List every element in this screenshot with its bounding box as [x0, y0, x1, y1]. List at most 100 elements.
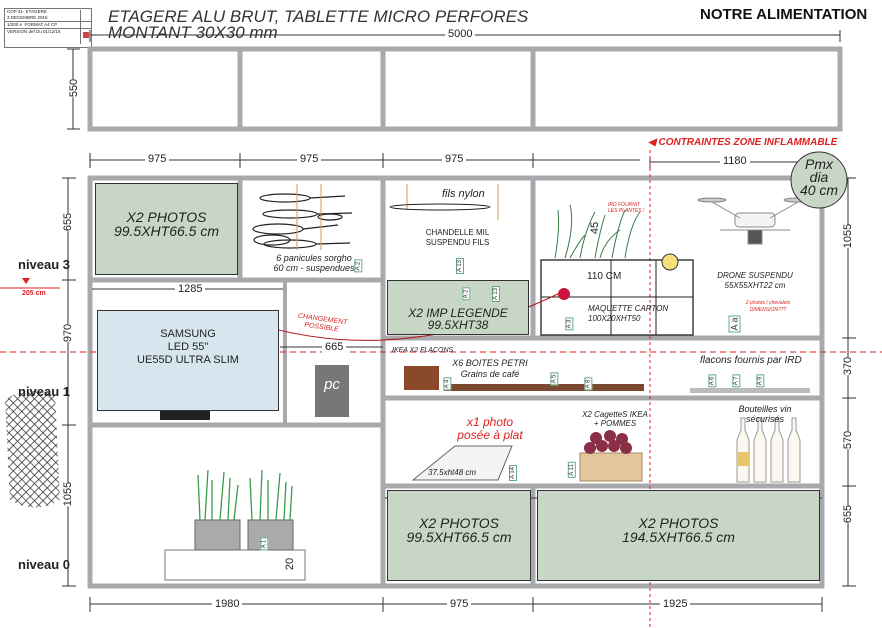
dim-h1055: 1055: [62, 481, 75, 507]
dim-h655: 655: [62, 212, 75, 232]
tb-cp: CP: [50, 22, 58, 27]
plantes-note-line1: IRD FOURNIT: [608, 202, 641, 208]
flacons-ird-label: flacons fournis par IRD: [700, 355, 802, 366]
photo-plat-line2: posée à plat: [457, 428, 523, 442]
tb-version: VERSION def Du 01/12/15: [5, 28, 91, 35]
tag-a14: A 14: [509, 464, 518, 482]
drone-line1: DRONE SUSPENDU: [717, 271, 793, 280]
tag-a11: A 11: [567, 462, 576, 478]
tag-a6: A 6: [708, 374, 717, 388]
tag-a2: A 2: [462, 287, 471, 301]
level-3-label: niveau 3: [18, 257, 71, 272]
pmx-line2: dia: [809, 169, 829, 185]
flacons-label: IKEA X2 FLACONS: [392, 347, 454, 354]
bouteilles-label: Bouteilles vin sécurisés: [725, 404, 805, 424]
tb-logo-strip: [80, 10, 90, 44]
tag-a5: A 5: [550, 372, 559, 386]
tv-line3: UE55D ULTRA SLIM: [137, 354, 239, 366]
tag-a2-top: A 2: [354, 259, 363, 273]
plantes-note-line2: LES PLANTES !: [608, 208, 645, 214]
tb-scale: 1/200 e: [7, 22, 23, 27]
dim-r370: 370: [842, 356, 855, 376]
legende-line2: 99.5XHT38: [427, 318, 489, 332]
tv-line2: LED 55": [167, 341, 209, 353]
dim-col2: 975: [297, 153, 322, 165]
tb-line2: 3 DECEMBRE 2015: [7, 15, 48, 20]
chandelle-line1: CHANDELLE MIL: [425, 228, 490, 237]
tag-a13-top: A 13: [456, 257, 465, 275]
legende-panel: X2 IMP LEGENDE 99.5XHT38: [387, 280, 529, 335]
dim-col1: 975: [145, 153, 170, 165]
pmx-label: Pmx dia 40 cm: [791, 156, 847, 198]
title-line2: MONTANT 30X30 mm: [108, 23, 278, 42]
tag-a4: A 4: [443, 377, 452, 391]
dim-h970: 970: [62, 323, 75, 343]
panicules-line2: 60 cm - suspendues: [273, 263, 355, 273]
maquette-line2: 100X20XHT50: [588, 314, 641, 323]
tag-a8: A 8: [584, 377, 593, 391]
photos1-line1: X2 PHOTOS: [126, 209, 207, 225]
fils-label: fils nylon: [442, 188, 485, 200]
pc-box: pc: [315, 365, 349, 417]
photos1-line2: 99.5XHT66.5 cm: [113, 223, 220, 239]
constraint-label: ◀ CONTRAINTES ZONE INFLAMMABLE: [648, 137, 838, 148]
cagettes-line1: X2 CagetteS IKEA: [582, 410, 648, 419]
tag-a9: A 9: [756, 374, 765, 388]
cagettes-line2: + POMMES: [593, 419, 637, 428]
tag-aa: A a: [728, 315, 741, 333]
tv-line1: SAMSUNG: [160, 328, 216, 340]
dim-tv-width: 1285: [175, 283, 206, 295]
panicules-line1: 6 panicules sorgho: [276, 253, 352, 263]
dim-top-height: 550: [68, 78, 81, 98]
section-heading: NOTRE ALIMENTATION: [700, 6, 868, 23]
dim-col4: 1180: [720, 155, 750, 167]
petri-line1: X6 BOITES PETRI: [452, 358, 528, 368]
dim-col3: 975: [442, 153, 467, 165]
level-205: 205 cm: [22, 290, 46, 297]
dim-tv-665: 665: [322, 341, 347, 353]
dim-r1055: 1055: [842, 223, 855, 249]
photos2-line1: X2 PHOTOS: [419, 515, 499, 531]
tv-screen: SAMSUNG LED 55" UE55D ULTRA SLIM: [97, 310, 279, 411]
dim-r655: 655: [842, 504, 855, 524]
bouteilles-line1: Bouteilles vin: [738, 404, 792, 414]
photos-panel-1: X2 PHOTOS 99.5XHT66.5 cm: [95, 183, 238, 275]
dim-b1925: 1925: [660, 598, 691, 610]
legende-line1: X2 IMP LEGENDE: [408, 306, 508, 320]
photos3-line2: 194.5XHT66.5 cm: [622, 529, 735, 545]
photos-panel-3: X2 PHOTOS 194.5XHT66.5 cm: [537, 490, 820, 581]
dim-total-width: 5000: [445, 28, 476, 40]
cagettes-label: X2 CagetteS IKEA + POMMES: [565, 410, 665, 428]
plantes-note: IRD FOURNIT LES PLANTES !: [608, 202, 644, 214]
photos-panel-2: X2 PHOTOS 99.5XHT66.5 cm: [387, 490, 531, 581]
photo-plat-line1: x1 photo: [466, 415, 514, 429]
tag-a7: A 7: [732, 374, 741, 388]
petri-line2: Grains de café: [460, 369, 520, 379]
dim-45: 45: [589, 221, 602, 235]
drone-note-line1: 2 photos / chevalets: [745, 300, 791, 306]
drone-note-line2: DIMENSION???: [749, 307, 787, 313]
panicules-label: 6 panicules sorgho 60 cm - suspendues: [260, 253, 368, 273]
tag-a3: A 3: [565, 317, 574, 331]
title-block: COP 31- ETAGERE 3 DECEMBRE 2015 1/200 e …: [4, 8, 92, 48]
constraint-text: CONTRAINTES ZONE INFLAMMABLE: [658, 137, 838, 148]
photos3-line1: X2 PHOTOS: [638, 515, 719, 531]
pmx-line1: Pmx: [805, 156, 833, 172]
maquette-line1: MAQUETTE CARTON: [588, 304, 669, 313]
dim-b975: 975: [447, 598, 472, 610]
tag-a13: A 13: [492, 285, 501, 303]
dim-110cm: 110 CM: [587, 271, 622, 282]
level-1-label: niveau 1: [18, 384, 71, 399]
dim-r570: 570: [842, 430, 855, 450]
dim-b1980: 1980: [212, 598, 243, 610]
chandelle-label: CHANDELLE MIL SUSPENDU FILS: [410, 228, 505, 248]
tb-line1: COP 31- ETAGERE: [7, 9, 47, 14]
tb-format: FORMAT A4: [24, 22, 50, 27]
title-line1: ETAGERE ALU BRUT, TABLETTE MICRO PERFORE…: [108, 7, 529, 26]
petri-label: X6 BOITES PETRI Grains de café: [440, 358, 540, 380]
maquette-label: MAQUETTE CARTON 100X20XHT50: [588, 304, 668, 324]
chandelle-line2: SUSPENDU FILS: [425, 238, 490, 247]
pmx-line3: 40 cm: [799, 182, 839, 198]
drone-note: 2 photos / chevalets DIMENSION???: [728, 300, 808, 314]
